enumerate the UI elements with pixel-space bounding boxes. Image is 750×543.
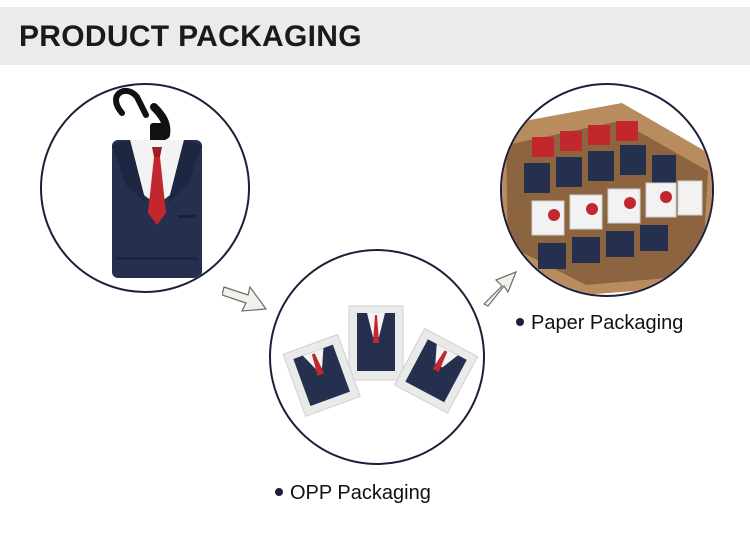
section-header: PRODUCT PACKAGING	[0, 7, 750, 65]
paper-packaging-label: Paper Packaging	[516, 312, 683, 335]
bullet-dot-icon	[275, 487, 283, 496]
paper-box-image	[502, 103, 712, 295]
paper-packaging-circle	[500, 83, 714, 297]
opp-bags-image	[282, 305, 479, 417]
arrow-right-up-icon	[482, 270, 518, 307]
opp-packaging-label: OPP Packaging	[275, 482, 431, 505]
opp-packaging-circle	[269, 249, 485, 465]
arrow-right-down-icon	[222, 285, 268, 312]
section-title: PRODUCT PACKAGING	[19, 20, 362, 53]
product-image-circle	[40, 83, 250, 293]
bullet-dot-icon	[516, 317, 524, 326]
suit-pouch-image	[112, 87, 202, 278]
